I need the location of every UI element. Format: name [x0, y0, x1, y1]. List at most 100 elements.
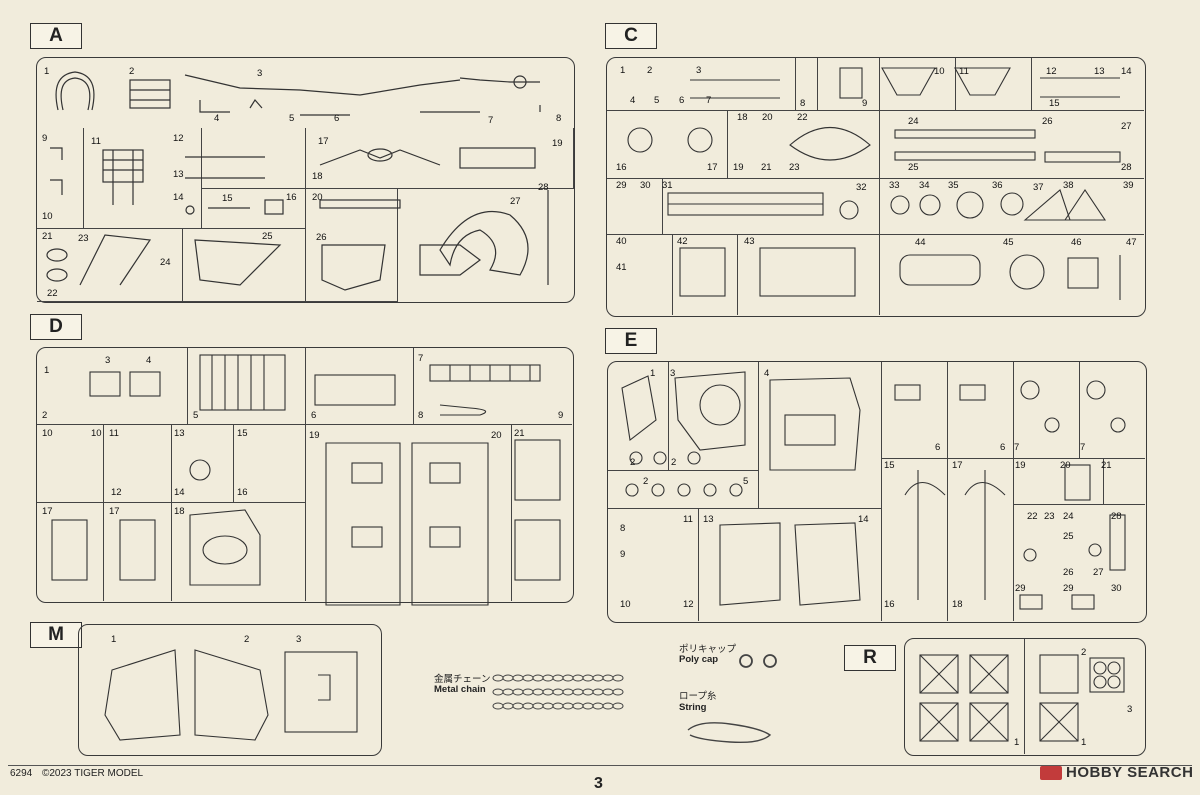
part-num: 3 — [1127, 704, 1133, 715]
part-num: 28 — [1121, 162, 1132, 173]
string-label-jp: ロープ糸 — [679, 691, 717, 702]
sprue-label-r: R — [844, 645, 896, 671]
part-num: 45 — [1003, 237, 1014, 248]
sprue-label-d: D — [30, 314, 82, 340]
part-num: 34 — [919, 180, 930, 191]
part-num: 16 — [616, 162, 627, 173]
sprue-label-m: M — [30, 622, 82, 648]
part-num: 2 — [42, 410, 48, 421]
part-num: 25 — [908, 162, 919, 173]
sprue-m-frame — [78, 624, 382, 756]
part-num: 33 — [889, 180, 900, 191]
part-num: 1 — [650, 368, 656, 379]
part-num: 28 — [538, 182, 549, 193]
part-num: 21 — [42, 231, 53, 242]
part-num: 15 — [222, 193, 233, 204]
part-num: 11 — [959, 66, 969, 77]
part-num: 19 — [552, 138, 563, 149]
part-num: 13 — [174, 428, 185, 439]
part-num: 19 — [309, 430, 320, 441]
part-num: 18 — [174, 506, 185, 517]
part-num: 17 — [952, 460, 963, 471]
part-num: 22 — [797, 112, 808, 123]
part-num: 14 — [173, 192, 184, 203]
copyright: ©2023 TIGER MODEL — [42, 768, 144, 779]
hobby-search-logo-icon — [1040, 766, 1062, 780]
part-num: 10 — [42, 428, 53, 439]
part-num: 27 — [1121, 121, 1132, 132]
part-num: 9 — [620, 549, 626, 560]
part-num: 21 — [514, 428, 525, 439]
part-num: 24 — [160, 257, 171, 268]
part-num: 14 — [1121, 66, 1132, 77]
part-num: 2 — [647, 65, 653, 76]
part-num: 2 — [129, 66, 135, 77]
sprue-label-a: A — [30, 23, 82, 49]
part-num: 2 — [244, 634, 250, 645]
part-num: 21 — [761, 162, 772, 173]
part-num: 13 — [703, 514, 714, 525]
part-num: 26 — [1042, 116, 1053, 127]
sprue-label-c: C — [605, 23, 657, 49]
product-code: 6294 — [10, 768, 33, 779]
part-num: 44 — [915, 237, 926, 248]
part-num: 22 — [47, 288, 58, 299]
part-num: 15 — [237, 428, 248, 439]
part-num: 9 — [862, 98, 868, 109]
part-num: 6 — [311, 410, 317, 421]
part-num: 1 — [620, 65, 626, 76]
part-num: 4 — [146, 355, 152, 366]
metal-chain-label-en: Metal chain — [434, 684, 486, 695]
part-num: 6 — [334, 113, 340, 124]
part-num: 14 — [858, 514, 869, 525]
part-num: 23 — [1044, 511, 1055, 522]
part-num: 12 — [111, 487, 122, 498]
part-num: 7 — [488, 115, 494, 126]
string-label-en: String — [679, 702, 707, 713]
part-num: 47 — [1126, 237, 1137, 248]
part-num: 8 — [800, 98, 806, 109]
part-num: 25 — [1063, 531, 1074, 542]
part-num: 15 — [1049, 98, 1060, 109]
part-num: 4 — [214, 113, 220, 124]
part-num: 17 — [42, 506, 53, 517]
part-num: 37 — [1033, 182, 1044, 193]
part-num: 10 — [934, 66, 945, 77]
part-num: 22 — [1027, 511, 1038, 522]
part-num: 2 — [643, 476, 649, 487]
part-num: 3 — [257, 68, 263, 79]
part-num: 4 — [764, 368, 770, 379]
part-num: 6 — [935, 442, 941, 453]
part-num: 5 — [193, 410, 199, 421]
part-num: 23 — [78, 233, 89, 244]
part-num: 17 — [707, 162, 718, 173]
part-num: 24 — [1063, 511, 1074, 522]
part-num: 4 — [630, 95, 636, 106]
part-num: 25 — [262, 231, 273, 242]
part-num: 19 — [733, 162, 744, 173]
part-num: 10 — [620, 599, 631, 610]
part-num: 16 — [286, 192, 297, 203]
part-num: 2 — [671, 457, 677, 468]
part-num: 12 — [1046, 66, 1057, 77]
part-num: 29 — [1063, 583, 1074, 594]
part-num: 24 — [908, 116, 919, 127]
page-number: 3 — [594, 775, 603, 792]
part-num: 7 — [706, 95, 712, 106]
part-num: 20 — [762, 112, 773, 123]
part-num: 3 — [105, 355, 111, 366]
part-num: 43 — [744, 236, 755, 247]
part-num: 3 — [670, 368, 676, 379]
part-num: 31 — [662, 180, 673, 191]
part-num: 14 — [174, 487, 185, 498]
part-num: 11 — [683, 514, 693, 525]
part-num: 36 — [992, 180, 1003, 191]
part-num: 26 — [1063, 567, 1074, 578]
